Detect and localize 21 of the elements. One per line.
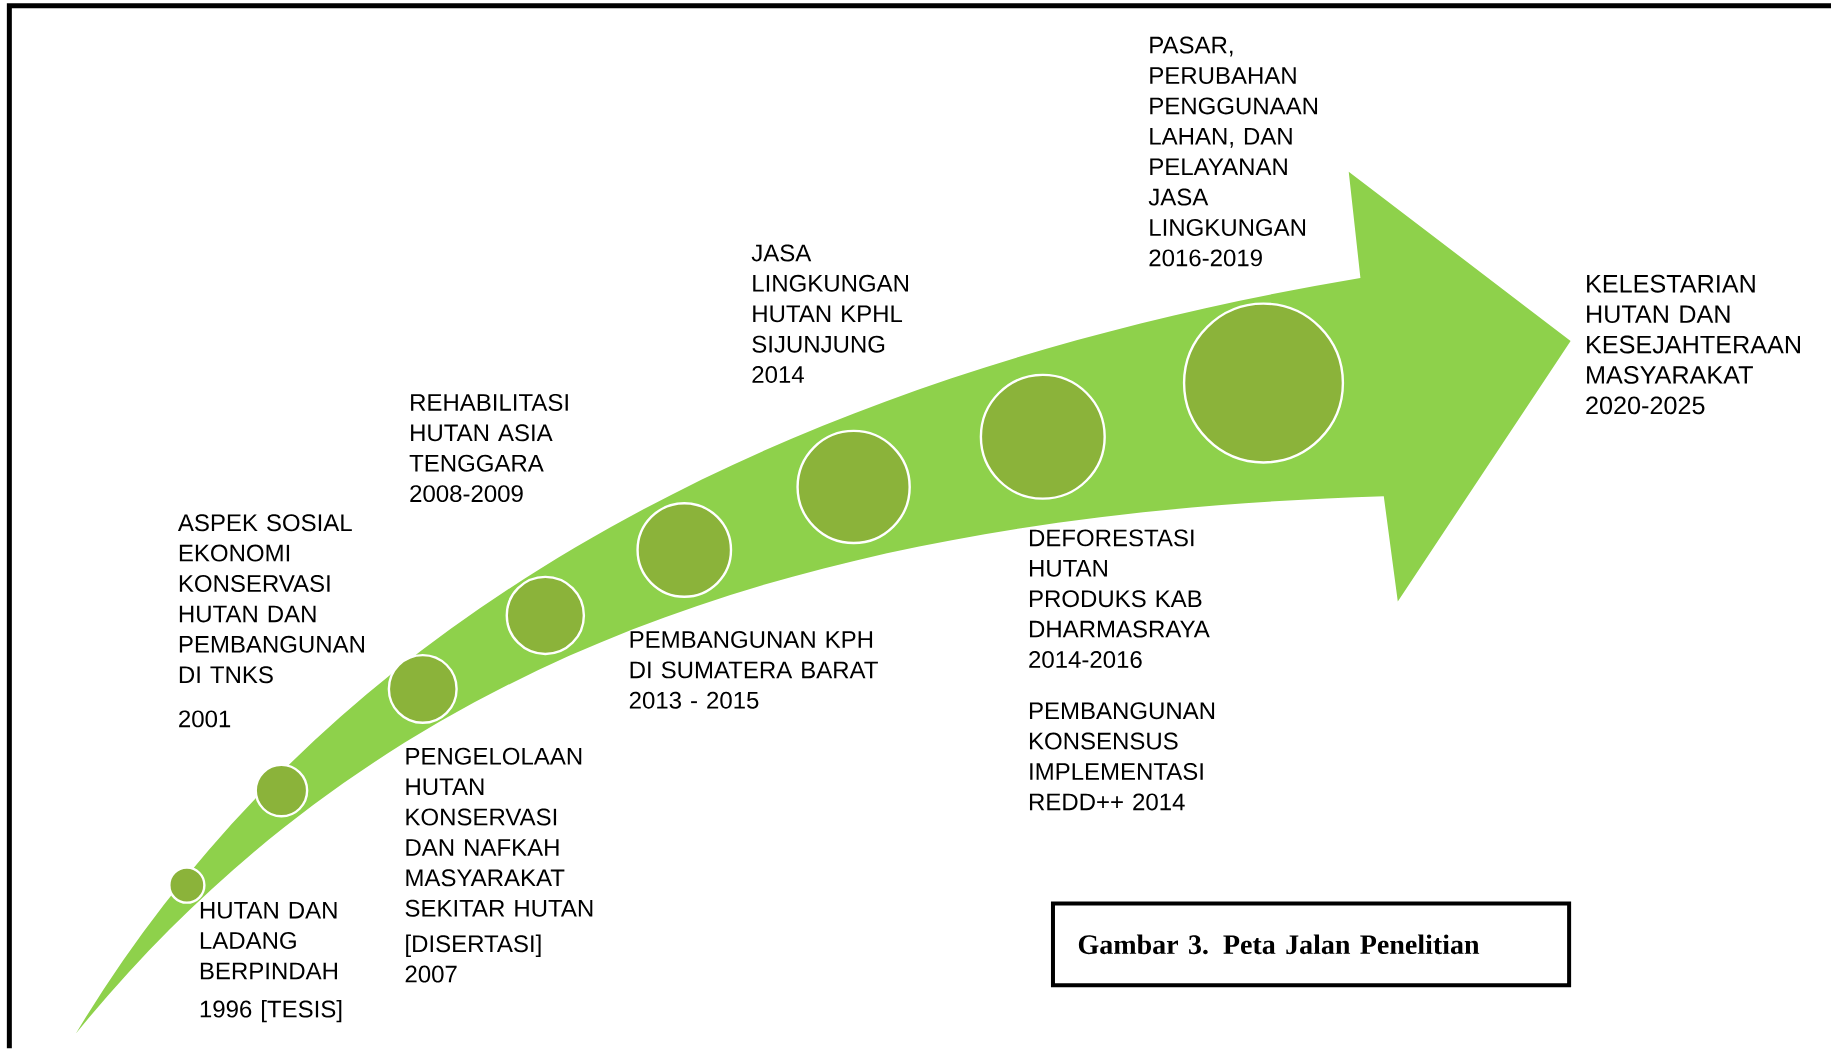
circle-marker: [254, 763, 309, 818]
timeline-label: PEMBANGUNAN KONSENSUS IMPLEMENTASI REDD++ 2014: [1030, 702, 1215, 811]
timeline-label: JASA LINGKUNGAN HUTAN KPHL SIJUNJUNG 2014: [751, 244, 908, 384]
circle-marker: [505, 575, 586, 656]
timeline-label: REHABILITASI HUTAN ASIA TENGGARA 2008-2009: [409, 394, 568, 503]
timeline-label: PENGELOLAAN HUTAN KONSERVASI DAN NAFKAH MASYARAKAT SEKITAR HUTAN: [405, 747, 593, 917]
timeline-label: DEFORESTASI HUTAN PRODUKS KAB DHARMASRAYA 2014-2016: [1029, 529, 1210, 669]
circle-marker: [979, 373, 1106, 500]
timeline-label: PASAR, PERUBAHAN PENGGUNAAN LAHAN, DAN PELAYANAN JASA LINGKUNGAN 2016-2019: [1148, 36, 1317, 267]
circle-marker: [636, 502, 733, 599]
timeline-label: 2001: [179, 710, 231, 728]
timeline-label: ASPEK SOSIAL EKONOMI KONSERVASI HUTAN DAN PEMBANGUNAN DI TNKS: [177, 514, 364, 684]
timeline-label: HUTAN DAN LADANG BERPINDAH: [200, 902, 337, 980]
circle-marker: [796, 429, 911, 545]
circle-marker: [1182, 302, 1345, 464]
timeline-label: 1996 [TESIS]: [200, 1000, 342, 1023]
timeline-label: PEMBANGUNAN KPH DI SUMATERA BARAT 2013 - 2015: [629, 631, 878, 709]
timeline-label: [DISERTASI] 2007: [405, 934, 541, 983]
goal-label: KELESTARIAN HUTAN DAN KESEJAHTERAAN MASYARAKAT 2020-2025: [1586, 275, 1800, 415]
caption-box: Gambar 3. Peta Jalan Penelitian: [1050, 901, 1572, 988]
circle-marker: [387, 654, 458, 725]
